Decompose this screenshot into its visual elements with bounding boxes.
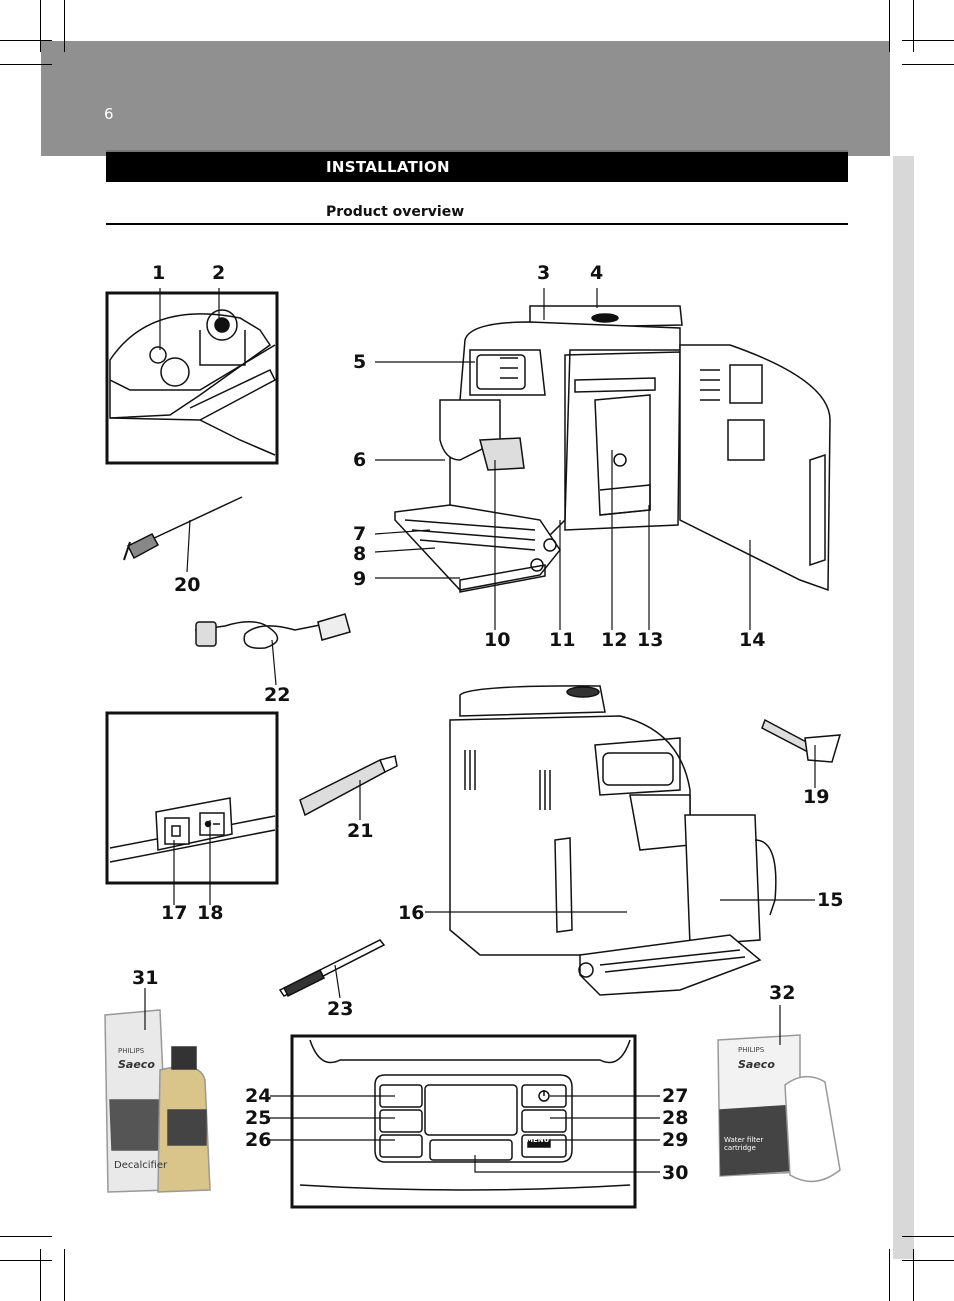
callout-11: 11	[549, 629, 576, 651]
filter-label: Water filter cartridge	[724, 1136, 764, 1152]
crop-mark	[0, 1236, 52, 1237]
callout-12: 12	[601, 629, 628, 651]
callout-32: 32	[769, 982, 796, 1004]
callout-27: 27	[662, 1085, 689, 1107]
callout-18: 18	[197, 902, 224, 924]
callout-25: 25	[245, 1107, 272, 1129]
callout-26: 26	[245, 1129, 272, 1151]
callout-leaders	[144, 288, 816, 1173]
crop-mark	[902, 1260, 954, 1261]
callout-8: 8	[353, 543, 367, 565]
crop-mark	[902, 40, 954, 41]
decalcifier-saeco: Saeco	[118, 1058, 155, 1071]
cleaning-brush-icon	[123, 496, 243, 561]
subsection-title: Product overview	[326, 204, 465, 220]
crop-mark	[889, 1249, 890, 1301]
water-hardness-strip-icon	[278, 939, 386, 998]
callout-14: 14	[739, 629, 766, 651]
callout-19: 19	[803, 786, 830, 808]
power-socket-detail	[105, 711, 279, 885]
crop-mark	[889, 0, 890, 52]
menu-button-label: MENU	[526, 1136, 550, 1144]
callout-30: 30	[662, 1162, 689, 1184]
filter-brand: PHILIPS	[738, 1046, 765, 1054]
coffee-machine-carafe-view	[449, 685, 777, 996]
crop-mark	[902, 64, 954, 65]
grease-tube-icon	[299, 755, 398, 817]
callout-1: 1	[152, 262, 166, 284]
callout-16: 16	[398, 902, 425, 924]
decalcifier-product	[104, 1009, 211, 1193]
callout-22: 22	[264, 684, 291, 706]
side-tab	[893, 156, 914, 1259]
callout-9: 9	[353, 568, 367, 590]
subsection-rule	[106, 223, 848, 225]
callout-13: 13	[637, 629, 664, 651]
crop-mark	[64, 0, 65, 52]
crop-mark	[40, 0, 41, 52]
measuring-scoop-icon	[761, 718, 842, 763]
callout-15: 15	[817, 889, 844, 911]
section-bar	[106, 150, 848, 182]
header-band	[41, 41, 890, 156]
callout-20: 20	[174, 574, 201, 596]
filter-saeco: Saeco	[738, 1058, 775, 1071]
section-title: INSTALLATION	[326, 158, 450, 176]
crop-mark	[0, 64, 52, 65]
callout-3: 3	[537, 262, 551, 284]
crop-mark	[64, 1249, 65, 1301]
callout-24: 24	[245, 1085, 272, 1107]
crop-mark	[0, 1260, 52, 1261]
bean-hopper-detail	[105, 291, 279, 465]
callout-7: 7	[353, 523, 367, 545]
callout-29: 29	[662, 1129, 689, 1151]
page-number: 6	[104, 105, 114, 123]
callout-23: 23	[327, 998, 354, 1020]
power-cord-icon	[194, 613, 351, 649]
callout-4: 4	[590, 262, 604, 284]
crop-mark	[902, 1236, 954, 1237]
callout-28: 28	[662, 1107, 689, 1129]
callout-17: 17	[161, 902, 188, 924]
crop-mark	[913, 0, 914, 52]
decalcifier-label: Decalcifier	[114, 1160, 168, 1171]
crop-mark	[913, 1249, 914, 1301]
callout-6: 6	[353, 449, 367, 471]
callout-31: 31	[132, 967, 159, 989]
water-filter-product	[717, 1034, 841, 1183]
control-panel-detail	[290, 1034, 637, 1209]
crop-mark	[0, 40, 52, 41]
decalcifier-brand: PHILIPS	[118, 1047, 145, 1055]
coffee-machine-open-view	[394, 305, 831, 593]
callout-10: 10	[484, 629, 511, 651]
crop-mark	[40, 1249, 41, 1301]
callout-21: 21	[347, 820, 374, 842]
callout-2: 2	[212, 262, 226, 284]
callout-5: 5	[353, 351, 367, 373]
